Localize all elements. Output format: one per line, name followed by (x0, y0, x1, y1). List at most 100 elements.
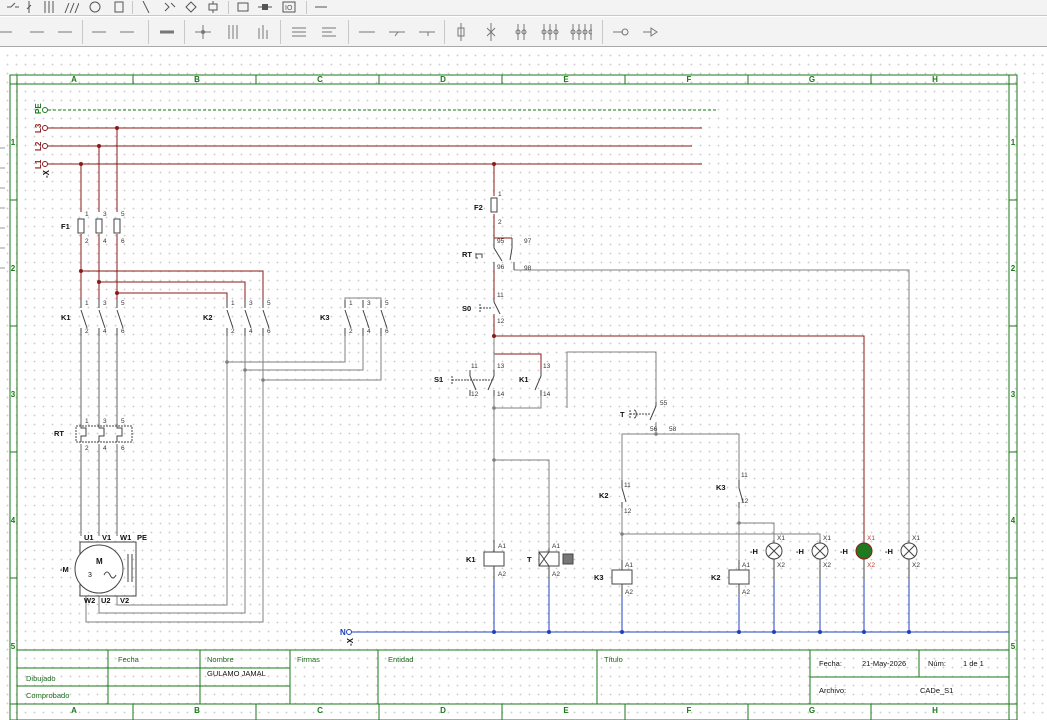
fuse-icon[interactable] (254, 0, 276, 14)
pin-label: X2 (912, 562, 920, 569)
k2-power-contacts[interactable] (226, 300, 270, 336)
connector-4-icon[interactable] (570, 20, 592, 44)
box-icon[interactable] (108, 0, 130, 14)
line-icon[interactable] (310, 0, 332, 14)
stop-button-s0[interactable] (479, 300, 501, 316)
column-label-d: D (440, 75, 446, 84)
jumper-2-icon[interactable] (386, 20, 408, 44)
pilot-lamp-4[interactable] (900, 540, 918, 580)
terminal-strip-icon[interactable] (450, 20, 472, 44)
io-icon[interactable]: IO (278, 0, 300, 14)
coil-k2[interactable] (728, 560, 750, 596)
schematic: A B C D E F G H A B C D E F G H 1 2 3 4 … (9, 74, 1018, 720)
timer-contact-t[interactable] (629, 402, 657, 421)
tb-fecha-label: Fecha: (819, 659, 842, 668)
wire-v3-icon[interactable] (222, 20, 244, 44)
relay-icon[interactable] (202, 0, 224, 14)
wire-h-icon[interactable] (0, 20, 16, 44)
toolbar-separator (184, 20, 185, 44)
connector-icon[interactable] (480, 20, 502, 44)
supply-buses[interactable]: PE L3 L2 L1 -X (34, 103, 718, 178)
pin-label: 5 (121, 300, 125, 307)
s1-tag: S1 (434, 375, 443, 384)
k2-power-tag: K2 (203, 313, 213, 322)
coil-timer-t[interactable] (538, 548, 574, 580)
power-wiring[interactable] (80, 128, 382, 623)
coil-k1[interactable] (483, 540, 505, 580)
toolbar-separator (444, 20, 445, 44)
bus-label-l1: L1 (34, 159, 43, 169)
k2-aux-tag: K2 (599, 491, 609, 500)
row-label-4: 4 (11, 516, 16, 525)
k1-aux-contact[interactable] (534, 370, 542, 396)
row-label-1: 1 (11, 138, 16, 147)
control-wiring[interactable] (493, 164, 910, 632)
pin-label: 96 (497, 264, 505, 271)
pin-label: 12 (624, 508, 632, 515)
rt-aux-contacts[interactable] (475, 238, 515, 270)
pin-label: 1 (85, 211, 89, 218)
switch-icon[interactable] (60, 0, 82, 14)
neutral-bus[interactable]: N -X (340, 628, 1009, 646)
k2-aux-contact[interactable] (621, 480, 627, 508)
k3-coil-tag: K3 (594, 573, 604, 582)
pin-label: 13 (497, 363, 505, 370)
toolbar-separator (306, 1, 307, 14)
pilot-lamp-3-on[interactable] (855, 540, 873, 580)
terminal-icon[interactable] (158, 0, 180, 14)
contact-no-icon[interactable] (2, 0, 24, 14)
k3-power-contacts[interactable] (344, 300, 388, 336)
control-junctions[interactable] (492, 334, 741, 536)
tb-num-value: 1 de 1 (963, 659, 984, 668)
diamond-icon[interactable] (180, 0, 202, 14)
coil-k3[interactable] (611, 560, 633, 596)
fuse-f1[interactable] (77, 218, 121, 234)
wire-h5-icon[interactable] (116, 20, 138, 44)
junction-icon[interactable] (192, 20, 214, 44)
motor-icon[interactable] (84, 0, 106, 14)
connector-2-icon[interactable] (510, 20, 532, 44)
pin-label: A1 (498, 543, 506, 550)
grey-junctions[interactable] (225, 360, 265, 382)
multi-contact-icon[interactable] (38, 0, 60, 14)
pin-label: 97 (524, 238, 532, 245)
switch-2-icon[interactable] (136, 0, 158, 14)
wire-h2-icon[interactable] (26, 20, 48, 44)
pin-label: A2 (742, 589, 750, 596)
tb-fecha-col: Fecha (118, 655, 140, 664)
tb-archivo-value: CADe_S1 (920, 686, 953, 695)
motor-m[interactable] (74, 541, 137, 597)
tb-firmas: Firmas (297, 655, 320, 664)
column-label-b: B (194, 75, 200, 84)
bus-icon[interactable] (156, 20, 178, 44)
pilot-lamp-1[interactable] (765, 540, 783, 580)
socket-icon[interactable] (640, 20, 662, 44)
plug-icon[interactable] (610, 20, 632, 44)
lamp-icon[interactable] (232, 0, 254, 14)
pin-label: X2 (867, 562, 875, 569)
power-junctions[interactable] (79, 126, 496, 295)
jumper-icon[interactable] (356, 20, 378, 44)
column-labels-top[interactable]: A B C D E F G H (71, 75, 938, 84)
k3-aux-contact[interactable] (738, 480, 744, 508)
connector-3-icon[interactable] (540, 20, 562, 44)
sheet-frame[interactable] (9, 74, 1018, 720)
pilot-lamp-2[interactable] (811, 540, 829, 580)
drawing-canvas[interactable]: A B C D E F G H A B C D E F G H 1 2 3 4 … (0, 48, 1047, 720)
wire-bundle-2-icon[interactable] (318, 20, 340, 44)
column-labels-bottom[interactable]: A B C D E F G H (71, 706, 938, 715)
start-button-s1[interactable] (451, 370, 495, 396)
f2-tag: F2 (474, 203, 483, 212)
wire-bundle-icon[interactable] (288, 20, 310, 44)
contact-nc-icon[interactable] (18, 0, 40, 14)
pin-label: 2 (231, 328, 235, 335)
wire-v3b-icon[interactable] (252, 20, 274, 44)
title-block[interactable] (17, 650, 1009, 704)
thermal-relay-rt[interactable] (75, 424, 133, 443)
pin-label: PE (137, 533, 147, 542)
k1-power-contacts[interactable] (80, 300, 124, 336)
wire-h4-icon[interactable] (88, 20, 110, 44)
wire-h3-icon[interactable] (54, 20, 76, 44)
jumper-3-icon[interactable] (416, 20, 438, 44)
row-labels[interactable]: 1 2 3 4 5 1 2 3 4 5 (11, 138, 1016, 651)
